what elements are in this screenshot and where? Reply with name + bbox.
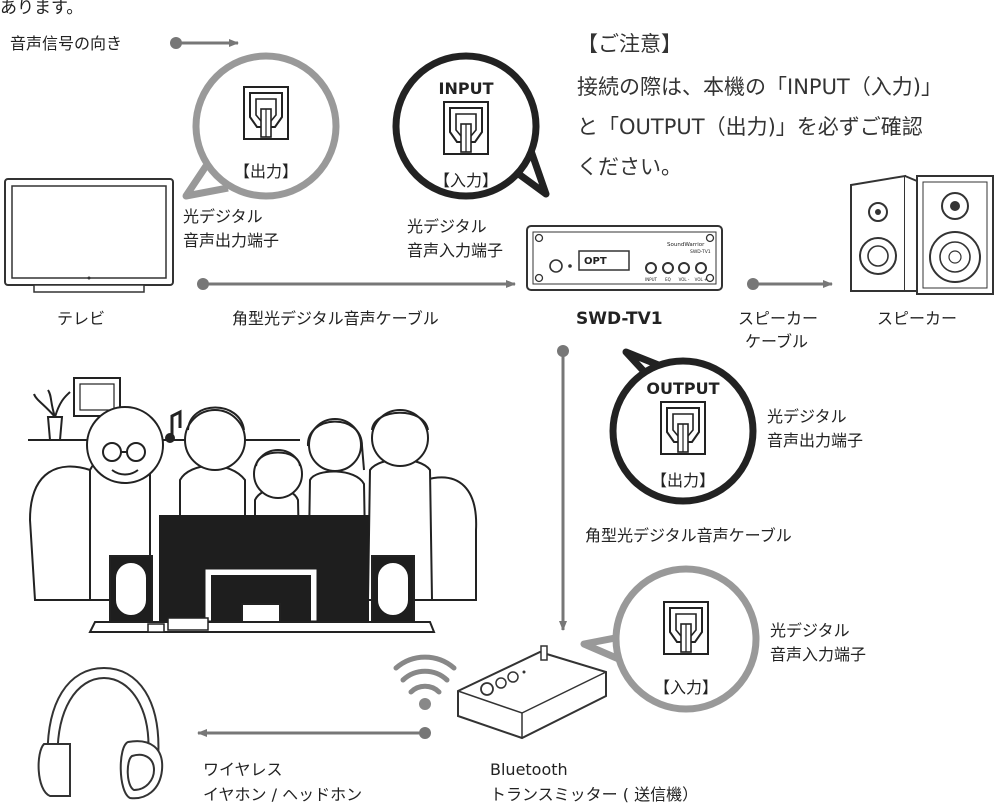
bubble-tag: 【出力】 <box>234 162 298 181</box>
notice-title: 【ご注意】 <box>577 32 682 56</box>
bluetooth-transmitter-icon <box>457 645 607 740</box>
vertical-cable-arrow <box>557 345 569 631</box>
bubble-tag: 【入力】 <box>434 171 498 190</box>
transmitter-terminal-line-2: 音声入力端子 <box>770 645 866 664</box>
wireless-arrow <box>197 727 431 739</box>
tv-icon <box>4 178 174 293</box>
knob-label: INPUT <box>645 277 658 282</box>
optical-port-icon <box>663 601 709 655</box>
device-out-terminal-line-1: 光デジタル <box>767 407 847 426</box>
headphones-icon <box>37 666 164 800</box>
transmitter-label-1: Bluetooth <box>490 760 568 779</box>
device-in-terminal-line-2: 音声入力端子 <box>407 241 503 260</box>
swd-tv1-device-icon: OPT SoundWarrior SWD-TV1 INPUT EQ VOL - … <box>526 225 723 291</box>
device-label: SWD-TV1 <box>576 309 663 329</box>
knob-label: EQ <box>665 277 671 282</box>
device-out-terminal-line-2: 音声出力端子 <box>767 431 863 450</box>
tv-terminal-line-1: 光デジタル <box>183 207 263 226</box>
transmitter-terminal-line-1: 光デジタル <box>770 621 850 640</box>
cable-vertical-label: 角型光デジタル音声ケーブル <box>585 526 792 545</box>
bubble-tag: 【出力】 <box>651 471 715 490</box>
headphones-label-1: ワイヤレス <box>203 760 283 779</box>
wireless-signal-icon <box>393 654 457 710</box>
device-brand: SoundWarrior <box>667 242 705 248</box>
signal-direction-legend: 音声信号の向き <box>10 34 239 53</box>
device-model-small: SWD-TV1 <box>690 249 711 255</box>
notice-block: 【ご注意】 接続の際は、本機の「INPUT（入力)」 と「OUTPUT（出力)」… <box>577 32 942 179</box>
optical-port-icon <box>243 86 289 140</box>
notice-line-1: 接続の際は、本機の「INPUT（入力)」 <box>577 75 942 99</box>
family-illustration <box>28 377 478 633</box>
bubble-title: OUTPUT <box>646 379 719 398</box>
knob-label: VOL - <box>679 277 690 282</box>
tv-terminal-line-2: 音声出力端子 <box>183 231 279 250</box>
notice-line-3: ください。 <box>577 155 682 179</box>
optical-cable-arrow <box>197 278 516 290</box>
notice-line-2: と「OUTPUT（出力)」を必ずご確認 <box>577 115 923 139</box>
bubble-device-output: OUTPUT 【出力】 <box>609 348 757 505</box>
headphones-label-2: イヤホン / ヘッドホン <box>203 785 362 804</box>
transmitter-label-2: トランスミッター ( 送信機） <box>490 785 698 804</box>
bubble-tv-output: 【出力】 <box>182 52 340 200</box>
device-in-terminal-line-1: 光デジタル <box>407 217 487 236</box>
bubble-transmitter-input: 【入力】 <box>580 565 760 713</box>
cable-main-label: 角型光デジタル音声ケーブル <box>232 309 439 328</box>
speaker-cable-label-1: スピーカー <box>738 309 818 328</box>
bubble-device-input: INPUT 【入力】 <box>392 52 550 200</box>
speakers-icon <box>850 174 994 295</box>
device-display-text: OPT <box>584 256 607 267</box>
bubble-title: INPUT <box>439 79 494 98</box>
speaker-cable-arrow <box>747 278 833 290</box>
top-cut-text: あります。 <box>0 0 83 18</box>
tv-label: テレビ <box>57 309 105 328</box>
speaker-label: スピーカー <box>877 309 957 328</box>
knob-label: VOL + <box>695 277 708 282</box>
speaker-cable-label-2: ケーブル <box>745 332 808 351</box>
bubble-tag: 【入力】 <box>654 678 718 697</box>
optical-port-icon <box>443 101 489 155</box>
optical-port-icon <box>660 401 706 455</box>
legend-label: 音声信号の向き <box>10 34 122 53</box>
